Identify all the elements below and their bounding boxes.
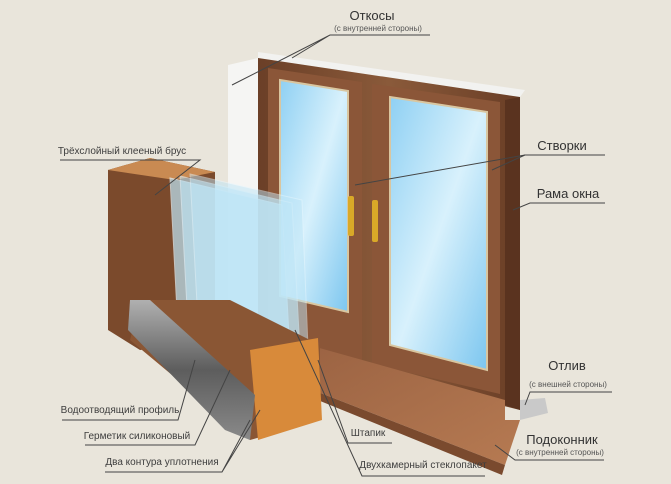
profile-wood-top (108, 158, 215, 180)
leader-otkosy (231, 34, 430, 86)
leader-germetik (85, 369, 231, 446)
leader-stvorki (354, 154, 605, 186)
drip-cap (520, 398, 548, 420)
label-otliv: Отлив (548, 358, 586, 373)
right-glass (389, 95, 488, 372)
label-otliv-sub: (с внешней стороны) (529, 380, 607, 389)
profile-cut-face (250, 338, 322, 440)
handle-icon (372, 200, 378, 242)
leader-rama (512, 202, 605, 211)
label-shtapik: Штапик (350, 428, 386, 439)
label-brus: Трёхслойный клееный брус (57, 146, 187, 157)
leader-otliv (524, 391, 612, 406)
leader-dva-kontura (105, 409, 261, 473)
windowsill-front (298, 385, 505, 475)
leader-brus (60, 159, 202, 196)
label-germetik: Герметик силиконовый (83, 431, 191, 442)
handle-icon (348, 196, 354, 236)
leader-vodootvod (62, 359, 196, 421)
label-stvorki: Створки (537, 138, 587, 153)
label-vodootvod: Водоотводящий профиль (60, 405, 180, 416)
label-steklopaket: Двухкамерный стеклопакет (359, 460, 487, 471)
label-podokonnik: Подоконник (526, 432, 598, 447)
label-rama: Рама окна (536, 186, 600, 201)
leader-steklopaket (294, 329, 485, 477)
wall-reveal-top (258, 52, 525, 97)
leader-shtapik (317, 359, 392, 444)
label-podokonnik-sub: (с внутренней стороны) (516, 448, 604, 457)
drainage-profile (128, 300, 255, 440)
windowsill (298, 342, 520, 465)
label-otkosy: Откосы (349, 8, 395, 23)
label-dva-kontura: Два контура уплотнения (105, 457, 219, 468)
leader-podokonnik (494, 444, 604, 461)
label-otkosy-sub: (с внутренней стороны) (334, 24, 422, 33)
frame-side (505, 97, 520, 410)
